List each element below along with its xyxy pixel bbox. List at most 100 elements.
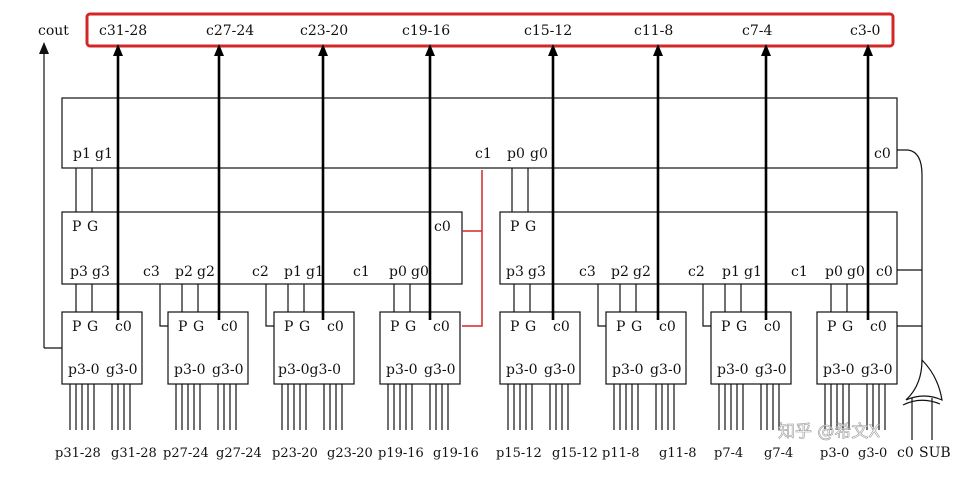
- cla-block-box: [605, 311, 687, 385]
- top-p0-label: p0: [507, 146, 525, 162]
- cla-p-label: p3-0: [68, 362, 100, 378]
- carry-label-c27-24: c27-24: [206, 23, 254, 39]
- midL-G-label: G: [87, 219, 98, 235]
- cla-P-label: P: [721, 319, 730, 335]
- input-label-p27-24: p27-24: [163, 446, 209, 461]
- cla-p-label: p3-0: [717, 362, 749, 378]
- c0-input-label: c0: [897, 445, 914, 461]
- input-label-g19-16: g19-16: [433, 446, 479, 461]
- midL-c1-label: c1: [353, 264, 370, 280]
- midR-G-label: G: [525, 219, 536, 235]
- cla-block-box: [816, 311, 898, 385]
- cla-p-label: p3-0: [823, 362, 855, 378]
- carry-in-wire: [702, 284, 711, 327]
- top-g1-label: g1: [95, 146, 113, 162]
- watermark-text: 知乎 @希文X: [778, 422, 880, 442]
- mid-lookahead-block-left: [61, 211, 463, 285]
- cla-P-label: P: [72, 319, 81, 335]
- input-label-p3-0: p3-0: [820, 446, 849, 461]
- cla-c0-label: c0: [327, 319, 344, 335]
- cla-block-box: [499, 311, 581, 385]
- midL-p1-label: p1: [284, 264, 302, 280]
- cla-G-label: G: [842, 319, 853, 335]
- cla-pg-label: p3-0g3-0: [278, 362, 341, 378]
- input-label-p31-28: p31-28: [55, 446, 101, 461]
- midR-P-label: P: [510, 219, 519, 235]
- cla-block-box: [273, 311, 355, 385]
- cla-p-label: p3-0: [612, 362, 644, 378]
- c1-highlight-wire: [462, 170, 483, 327]
- carry-label-c15-12: c15-12: [524, 23, 572, 39]
- arrowhead: [318, 44, 328, 56]
- cla-g-label: g3-0: [106, 362, 138, 378]
- cla-c0-label: c0: [764, 319, 781, 335]
- input-label-g27-24: g27-24: [216, 446, 262, 461]
- arrowhead: [425, 44, 435, 56]
- midR-g2-label: g2: [633, 264, 651, 280]
- midR-c0-label: c0: [876, 264, 893, 280]
- carry-label-c31-28: c31-28: [99, 23, 147, 39]
- arrowhead: [214, 44, 224, 56]
- cla-P-label: P: [284, 319, 293, 335]
- cla-G-label: G: [193, 319, 204, 335]
- carry-output-highlight: [85, 12, 895, 48]
- cla-c0-label: c0: [870, 319, 887, 335]
- cout-arrowhead: [39, 42, 49, 54]
- input-label-p19-16: p19-16: [378, 446, 424, 461]
- cla-c0-label: c0: [433, 319, 450, 335]
- midL-g2-label: g2: [197, 264, 215, 280]
- midL-c0-label: c0: [434, 219, 451, 235]
- cla-G-label: G: [525, 319, 536, 335]
- cla-c0-label: c0: [659, 319, 676, 335]
- input-label-g11-8: g11-8: [659, 446, 697, 461]
- carry-label-c23-20: c23-20: [300, 23, 348, 39]
- cla-P-label: P: [616, 319, 625, 335]
- cla-block-box: [61, 311, 143, 385]
- input-labels: p31-28 g31-28 p27-24 g27-24 p23-20 g23-20 p19-…: [55, 446, 887, 461]
- xor-gate-back: [902, 399, 941, 406]
- input-label-g7-4: g7-4: [764, 446, 793, 461]
- input-label-g31-28: g31-28: [111, 446, 157, 461]
- input-label-g3-0: g3-0: [858, 446, 887, 461]
- cla-G-label: G: [299, 319, 310, 335]
- arrowhead: [761, 44, 771, 56]
- cla-block-box: [379, 311, 461, 385]
- midR-c1-label: c1: [791, 264, 808, 280]
- cla-G-label: G: [736, 319, 747, 335]
- sub-input-label: SUB: [919, 445, 951, 461]
- cla-P-label: P: [827, 319, 836, 335]
- cla-c0-label: c0: [221, 319, 238, 335]
- carry-label-c7-4: c7-4: [742, 23, 772, 39]
- cla-c0-label: c0: [553, 319, 570, 335]
- carry-label-c3-0: c3-0: [850, 23, 880, 39]
- midR-p1-label: p1: [722, 264, 740, 280]
- input-label-p23-20: p23-20: [272, 446, 318, 461]
- midR-g0-label: g0: [847, 264, 865, 280]
- c0-feed-wire: [897, 149, 923, 372]
- cout-label: cout: [38, 23, 69, 39]
- midL-P-label: P: [72, 219, 81, 235]
- midL-g0-label: g0: [411, 264, 429, 280]
- input-label-g23-20: g23-20: [327, 446, 373, 461]
- top-c0-label: c0: [874, 146, 891, 162]
- cla-G-label: G: [405, 319, 416, 335]
- midR-g1-label: g1: [744, 264, 762, 280]
- midL-c2-label: c2: [252, 264, 269, 280]
- cla-block-box: [167, 311, 249, 385]
- midL-p3-label: p3: [70, 264, 88, 280]
- cla-P-label: P: [178, 319, 187, 335]
- cla-G-label: G: [87, 319, 98, 335]
- midR-p0-label: p0: [825, 264, 843, 280]
- arrowhead: [653, 44, 663, 56]
- top-g0-label: g0: [530, 146, 548, 162]
- cla-g-label: g3-0: [861, 362, 893, 378]
- midR-g3-label: g3: [528, 264, 546, 280]
- carry-in-wire: [265, 284, 274, 327]
